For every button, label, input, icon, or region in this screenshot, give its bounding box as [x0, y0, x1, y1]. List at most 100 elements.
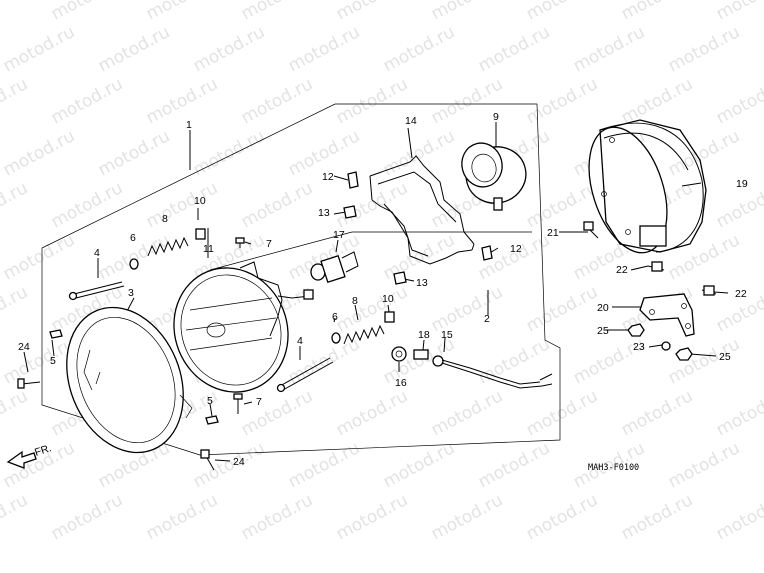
part-bulb [310, 251, 359, 284]
watermark-text: motod.ru [523, 282, 601, 336]
watermark-text: motod.ru [523, 0, 601, 24]
watermark-text: motod.ru [143, 178, 221, 232]
callout-12-upper: 12 [322, 171, 334, 183]
watermark-text: motod.ru [0, 490, 31, 544]
watermark-text: motod.ru [95, 126, 173, 180]
watermark-text: motod.ru [143, 0, 221, 24]
callout-12-lower: 12 [510, 243, 522, 255]
callout-7-lower: 7 [256, 396, 262, 408]
part-clip-13-lower [393, 271, 407, 285]
callout-19: 19 [736, 178, 748, 190]
callout-13-lower: 13 [416, 277, 428, 289]
part-wire-harness [432, 355, 553, 389]
watermark-text: motod.ru [238, 74, 316, 128]
watermark-text: motod.ru [0, 126, 78, 180]
part-washer-23 [661, 341, 671, 351]
watermark-text: motod.ru [143, 490, 221, 544]
watermark-text: motod.ru [665, 334, 743, 388]
part-clip-lower [205, 415, 219, 425]
drawing-code: MAH3-F0100 [588, 463, 639, 473]
part-socket-cup [461, 142, 527, 211]
watermark-text: motod.ru [0, 230, 78, 284]
part-clip-12-upper [347, 171, 359, 189]
callout-17: 17 [333, 229, 345, 241]
callout-18: 18 [418, 329, 430, 341]
callout-24-left: 24 [18, 341, 30, 353]
watermark-text: motod.ru [0, 178, 31, 232]
watermark-text: motod.ru [285, 438, 363, 492]
watermark-text: motod.ru [380, 22, 458, 76]
watermark-text: motod.ru [333, 74, 411, 128]
watermark-text: motod.ru [570, 22, 648, 76]
watermark-text: motod.ru [333, 386, 411, 440]
callout-9: 9 [493, 111, 499, 123]
text-layer: MAH3-F0100 FR. 1 2 3 4 4 5 5 6 6 7 7 8 8… [18, 111, 748, 473]
watermark-text: motod.ru [0, 386, 31, 440]
part-clip-12-lower [481, 245, 493, 261]
direction-arrow [6, 450, 37, 469]
watermark-text: motod.ru [0, 0, 31, 24]
part-pin [413, 349, 429, 360]
watermark-text: motod.ru [428, 490, 506, 544]
watermark-text: motod.ru [380, 438, 458, 492]
watermark-text: motod.ru [618, 0, 696, 24]
part-nut-25-right [675, 347, 693, 361]
callout-13-upper: 13 [318, 207, 330, 219]
watermark-text: motod.ru [713, 490, 764, 544]
callout-22-right: 22 [735, 288, 747, 300]
leader-lines [23, 122, 729, 462]
part-mount-bracket [369, 155, 475, 265]
part-stay-plate [639, 293, 695, 337]
part-washer-lower [331, 332, 341, 344]
part-screw-21 [583, 221, 599, 239]
watermark-text: motod.ru [665, 438, 743, 492]
part-spring-lower [343, 324, 385, 345]
watermark-text: motod.ru [618, 74, 696, 128]
callout-7-upper: 7 [266, 238, 272, 250]
watermark-text: motod.ru [523, 490, 601, 544]
part-screw-24-left [17, 378, 41, 389]
callout-2: 2 [484, 313, 490, 325]
watermark-text: motod.ru [475, 438, 553, 492]
part-headlight-case [588, 119, 707, 254]
watermark-text: motod.ru [0, 74, 31, 128]
callout-21: 21 [547, 227, 559, 239]
callout-25-left: 25 [597, 325, 609, 337]
callout-15: 15 [441, 329, 453, 341]
watermark-text: motod.ru [523, 386, 601, 440]
part-clip-13-upper [343, 205, 357, 219]
part-bolt-22-right [701, 285, 717, 296]
callout-6-upper: 6 [130, 232, 136, 244]
callout-1: 1 [186, 119, 192, 131]
watermark-text: motod.ru [665, 22, 743, 76]
watermark-text: motod.ru [143, 74, 221, 128]
callout-11: 11 [203, 243, 214, 255]
watermark-text: motod.ru [238, 178, 316, 232]
callout-22-upper: 22 [616, 264, 628, 276]
watermark-text: motod.ru [713, 74, 764, 128]
callout-25-right: 25 [719, 351, 731, 363]
watermark-text: motod.ru [238, 490, 316, 544]
watermark-text: motod.ru [618, 386, 696, 440]
callout-4-upper: 4 [94, 247, 100, 259]
watermark-text: motod.ru [48, 74, 126, 128]
part-nut-upper [195, 228, 206, 240]
watermark-text: motod.ru [0, 22, 78, 76]
callout-8-lower: 8 [352, 295, 358, 307]
callout-8-upper: 8 [162, 213, 168, 225]
part-nut-25-left [627, 323, 645, 337]
part-bolt-upper [68, 281, 125, 301]
callout-14: 14 [405, 115, 417, 127]
watermark-text: motod.ru [523, 74, 601, 128]
watermark-text: motod.ru [190, 126, 268, 180]
watermark-text: motod.ru [95, 22, 173, 76]
part-screw-lower [233, 393, 243, 414]
watermark-text: motod.ru [475, 334, 553, 388]
watermark-text: motod.ru [48, 178, 126, 232]
part-nut-lower [384, 311, 395, 323]
callout-16: 16 [395, 377, 407, 389]
watermark-text: motod.ru [333, 490, 411, 544]
watermark-text: motod.ru [48, 0, 126, 24]
watermark-text: motod.ru [48, 490, 126, 544]
